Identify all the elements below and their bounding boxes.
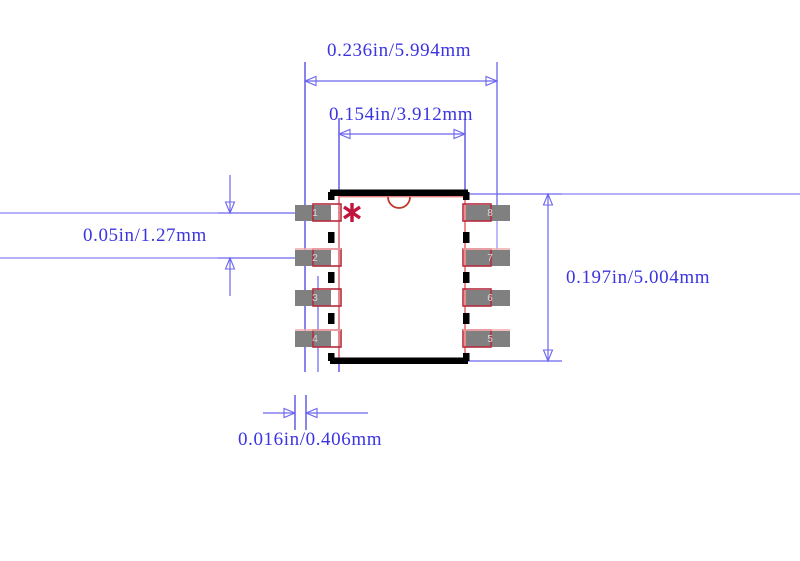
arrow-body-width-right: [453, 128, 467, 140]
arrow-overall-height-bottom: [542, 349, 554, 363]
arrow-overall-width-right: [485, 75, 499, 87]
dimension-lines: [0, 62, 800, 430]
package-body-outline: [338, 195, 466, 362]
pad-number-3: 3: [312, 293, 318, 304]
dimension-label-pad-pitch: 0.05in/1.27mm: [83, 225, 207, 246]
pad-silk-6: [462, 288, 492, 307]
pad-silk-8: [462, 203, 492, 222]
dimension-label-overall-height: 0.197in/5.004mm: [566, 267, 711, 288]
pad-copper-6: [466, 290, 510, 306]
pin1-asterisk-marker-group: [343, 203, 361, 222]
arrow-overall-height-top: [542, 192, 554, 206]
lead-tab-right-1: [463, 232, 470, 243]
pad-copper-7: [466, 250, 510, 266]
pad-number-6: 6: [487, 293, 493, 304]
lead-bar-top: [330, 189, 468, 196]
lead-tab-right-3: [463, 313, 470, 324]
pad-courtyard-leaders: [295, 248, 510, 331]
arrow-pitch-up: [224, 256, 236, 270]
pin1-notch-icon: [387, 196, 411, 209]
dimension-label-body-width: 0.154in/3.912mm: [329, 104, 474, 125]
pad-number-4: 4: [312, 334, 318, 345]
lead-tab-left-2: [328, 272, 335, 283]
arrow-gap-right: [304, 407, 318, 419]
lead-tab-left-1: [328, 232, 335, 243]
dimension-label-overall-width: 0.236in/5.994mm: [327, 40, 472, 61]
lead-tab-right-0: [463, 192, 470, 200]
copper-pads-group: [295, 205, 510, 347]
lead-bar-bottom: [330, 357, 468, 364]
lead-tab-right-2: [463, 272, 470, 283]
package-leads-group: [328, 189, 470, 364]
pad-silk-3: [312, 288, 342, 307]
lead-tab-right-4: [463, 353, 470, 361]
arrow-body-width-left: [337, 128, 351, 140]
silkscreen-outline-group: [338, 195, 466, 362]
lead-tab-left-0: [328, 192, 335, 200]
arrow-overall-width-left: [303, 75, 317, 87]
pad-copper-8: [466, 205, 510, 221]
arrow-gap-left: [283, 407, 297, 419]
pad-copper-5: [466, 331, 510, 347]
pad-number-8: 8: [487, 208, 493, 219]
pad-number-5: 5: [487, 334, 493, 345]
pad-silk-1: [312, 203, 342, 222]
dimension-label-pad-gap: 0.016in/0.406mm: [238, 429, 383, 450]
pad-number-2: 2: [312, 253, 318, 264]
lead-tab-left-4: [328, 353, 335, 361]
pin1-asterisk-stroke-b: [343, 205, 361, 220]
pad-number-7: 7: [487, 253, 493, 264]
lead-tab-left-3: [328, 313, 335, 324]
arrow-pitch-down: [224, 201, 236, 215]
pad-number-1: 1: [312, 208, 318, 219]
